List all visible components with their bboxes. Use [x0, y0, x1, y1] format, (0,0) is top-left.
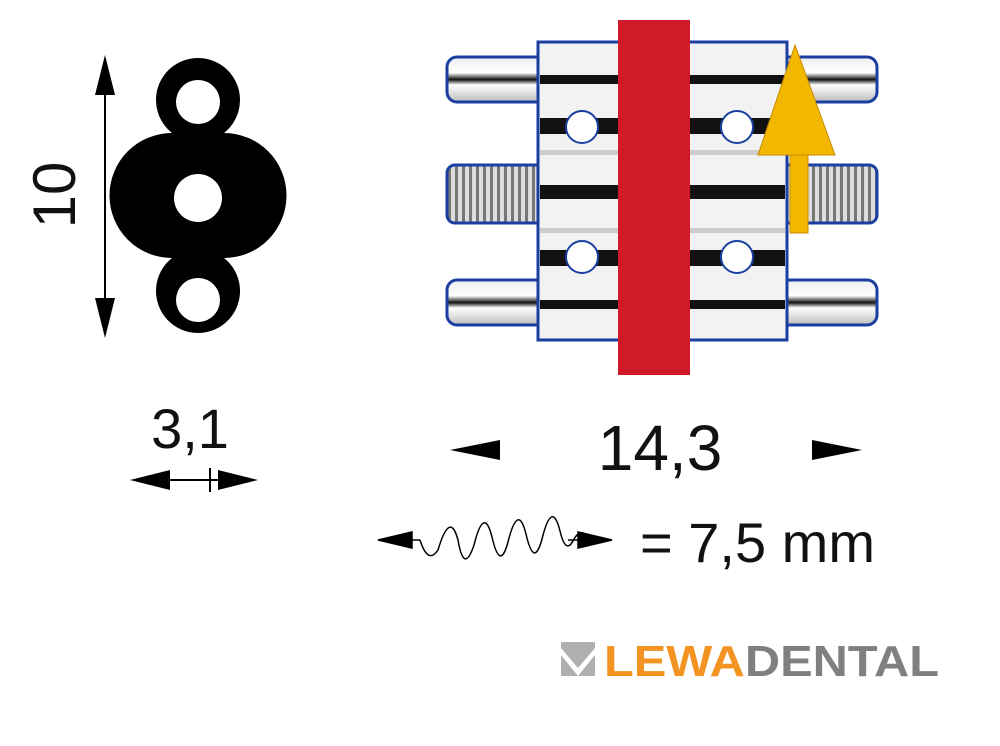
plate-hole [176, 80, 220, 124]
plate-drawing [109, 57, 287, 333]
spring-icon [377, 516, 613, 560]
height-label: 10 [21, 162, 88, 229]
turn-equivalent-label: = 7,5 mm [640, 511, 875, 574]
expansion-screw [445, 20, 879, 375]
height-arrow [95, 55, 115, 338]
right-arrowhead-icon [812, 440, 862, 460]
plate-hole [176, 278, 220, 322]
width-label: 3,1 [151, 397, 229, 460]
screw-width-label: 14,3 [598, 412, 723, 484]
activation-arrow-icon [757, 43, 836, 234]
width-arrow [130, 468, 258, 492]
logo-part-dental: DENTAL [745, 637, 939, 686]
red-band [618, 20, 690, 375]
left-arrowhead-icon [450, 440, 500, 460]
logo-part-lewa: LEWA [604, 637, 745, 686]
logo-chevron-icon [561, 642, 595, 676]
plate-hole [174, 174, 222, 222]
